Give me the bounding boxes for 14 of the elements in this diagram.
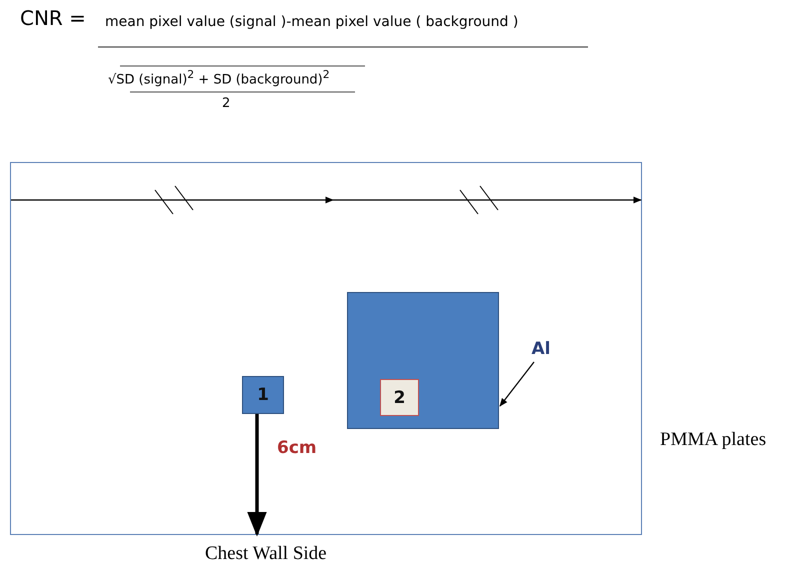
material-label: Al <box>526 337 556 361</box>
leader-line <box>499 362 534 407</box>
caption-text: PMMA plates <box>660 429 766 451</box>
edge-label: 6cm <box>277 438 317 458</box>
pmma-plate <box>10 162 642 535</box>
denominator-text: √SD (signal)$^{2}$ + SD (background)$^{2}$ <box>108 68 330 88</box>
aluminium-plate <box>347 292 499 429</box>
roi-square: 2 <box>380 379 419 416</box>
denominator-text: 2 <box>222 96 230 111</box>
caption-text: Chest Wall Side <box>205 543 327 565</box>
numerator-text: mean pixel value (signal )-mean pixel value ( background ) <box>105 14 518 30</box>
roi-square: 1 <box>242 376 284 414</box>
arrow <box>247 414 267 536</box>
formula-text: CNR = <box>20 6 86 30</box>
